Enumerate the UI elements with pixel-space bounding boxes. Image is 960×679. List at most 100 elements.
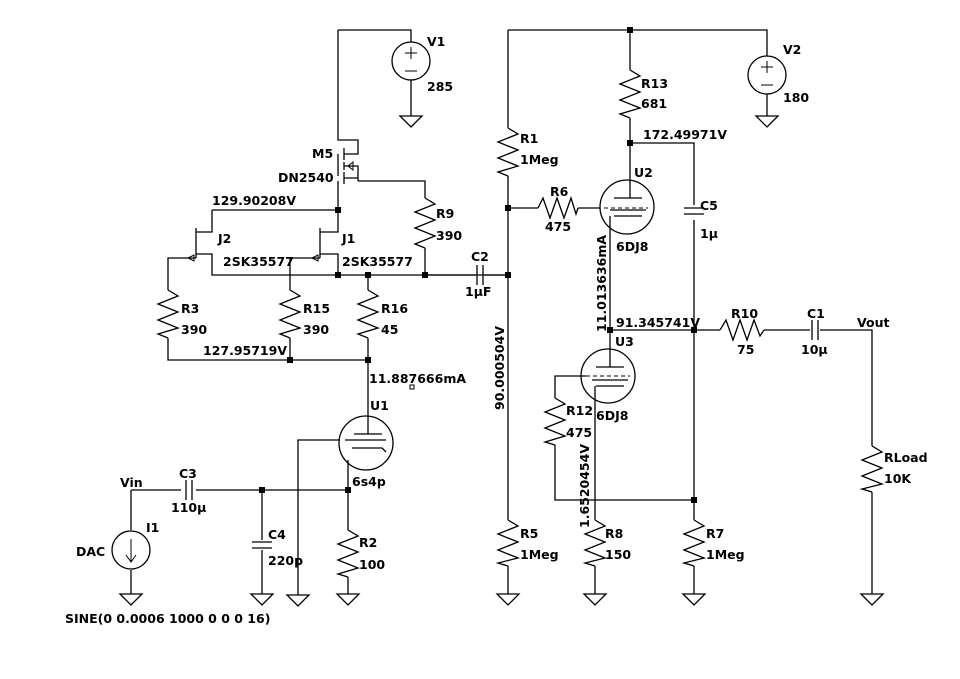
resistor-r15[interactable] <box>278 289 302 339</box>
jfet-j1[interactable] <box>310 227 339 262</box>
u2-model: 6DJ8 <box>616 239 648 254</box>
tube-u3[interactable] <box>580 348 636 404</box>
tube-u1[interactable] <box>338 415 394 471</box>
resistor-r12[interactable] <box>542 397 567 446</box>
j2-name: J2 <box>217 231 231 246</box>
r12-name: R12 <box>566 403 593 418</box>
v2-name: V2 <box>783 42 801 57</box>
resistor-r9[interactable] <box>413 197 437 249</box>
j1-model: 2SK35577 <box>342 254 413 269</box>
m5-model: DN2540 <box>278 170 334 185</box>
v1-value: 285 <box>427 79 453 94</box>
resistor-r1[interactable] <box>496 127 520 177</box>
current-source-i1[interactable] <box>111 530 151 570</box>
j1-name: J1 <box>341 231 355 246</box>
capacitor-c4[interactable] <box>252 541 272 549</box>
r7-value: 1Meg <box>706 547 745 562</box>
mosfet-m5[interactable] <box>337 148 359 184</box>
operating-point-readouts: 129.90208V 127.95719V 11.887666mA 172.49… <box>203 127 727 528</box>
r2-value: 100 <box>359 557 385 572</box>
tube-u2[interactable] <box>599 179 655 235</box>
r6-name: R6 <box>550 184 569 199</box>
m5-name: M5 <box>312 146 333 161</box>
r1-name: R1 <box>520 131 538 146</box>
i1-label: DAC <box>76 544 105 559</box>
r9-name: R9 <box>436 206 454 221</box>
r5-value: 1Meg <box>520 547 559 562</box>
resistors <box>156 69 885 578</box>
u1-name: U1 <box>370 398 389 413</box>
c3-name: C3 <box>179 466 197 481</box>
readout-u2-current: 11.013636mA <box>594 235 609 332</box>
c5-value: 1µ <box>700 226 718 241</box>
jfet-j2[interactable] <box>186 228 213 262</box>
capacitor-c3[interactable] <box>185 480 193 500</box>
r16-name: R16 <box>381 301 408 316</box>
c1-value: 10µ <box>801 342 828 357</box>
r13-value: 681 <box>641 96 667 111</box>
r15-value: 390 <box>303 322 329 337</box>
i1-name: I1 <box>146 520 159 535</box>
j2-model: 2SK35577 <box>223 254 294 269</box>
resistor-rload[interactable] <box>859 445 885 493</box>
r3-value: 390 <box>181 322 207 337</box>
rload-value: 10K <box>884 471 912 486</box>
u2-name: U2 <box>634 165 653 180</box>
readout-jfet-drain: 129.90208V <box>212 193 296 208</box>
r8-value: 150 <box>605 547 631 562</box>
resistor-r5[interactable] <box>495 519 521 567</box>
resistor-r13[interactable] <box>618 69 642 119</box>
r10-name: R10 <box>731 306 758 321</box>
resistor-r8[interactable] <box>582 519 608 567</box>
capacitor-c5[interactable] <box>684 207 704 215</box>
r7-name: R7 <box>706 526 724 541</box>
r1-value: 1Meg <box>520 152 559 167</box>
resistor-r10[interactable] <box>719 318 765 342</box>
vin-net-label: Vin <box>120 475 143 490</box>
voltage-source-v2[interactable] <box>747 55 787 95</box>
c2-value: 1µF <box>465 284 491 299</box>
rload-name: RLoad <box>884 450 928 465</box>
i1-spec: SINE(0 0.0006 1000 0 0 0 16) <box>65 611 270 626</box>
ground-symbols <box>118 115 885 607</box>
c4-value: 220p <box>268 553 303 568</box>
readout-grid-voltage: 90.000504V <box>492 326 507 410</box>
r9-value: 390 <box>436 228 462 243</box>
readout-output-node: 91.345741V <box>616 315 700 330</box>
capacitor-c2[interactable] <box>476 265 484 285</box>
c1-name: C1 <box>807 306 825 321</box>
resistor-r6[interactable] <box>537 195 579 220</box>
r16-value: 45 <box>381 322 398 337</box>
v2-value: 180 <box>783 90 809 105</box>
resistor-r2[interactable] <box>335 529 360 578</box>
readout-u2-cathode: 172.49971V <box>643 127 727 142</box>
resistor-r3[interactable] <box>156 289 180 339</box>
u1-model: 6s4p <box>352 474 386 489</box>
v1-name: V1 <box>427 34 445 49</box>
component-labels: V1 285 V2 180 M5 DN2540 R9 390 J2 2SK355… <box>65 34 928 626</box>
capacitors <box>185 207 819 549</box>
r5-name: R5 <box>520 526 538 541</box>
resistor-r16[interactable] <box>356 289 380 339</box>
voltage-source-v1[interactable] <box>391 41 431 81</box>
readout-u1-current: 11.887666mA <box>369 371 466 386</box>
capacitor-c1[interactable] <box>811 320 819 340</box>
readout-jfet-source: 127.95719V <box>203 343 287 358</box>
r8-name: R8 <box>605 526 623 541</box>
r6-value: 475 <box>545 219 571 234</box>
readout-anchor <box>409 384 415 390</box>
readout-u3-cathode: 1.6520454V <box>577 444 592 528</box>
c2-name: C2 <box>471 249 489 264</box>
c5-name: C5 <box>700 198 718 213</box>
r10-value: 75 <box>737 342 754 357</box>
vout-net-label: Vout <box>857 315 889 330</box>
r12-value: 475 <box>566 425 592 440</box>
c3-value: 110µ <box>171 500 206 515</box>
wires <box>130 29 873 595</box>
u3-model: 6DJ8 <box>596 408 628 423</box>
resistor-r7[interactable] <box>681 519 707 567</box>
r15-name: R15 <box>303 301 330 316</box>
r2-name: R2 <box>359 535 377 550</box>
u3-name: U3 <box>615 334 634 349</box>
